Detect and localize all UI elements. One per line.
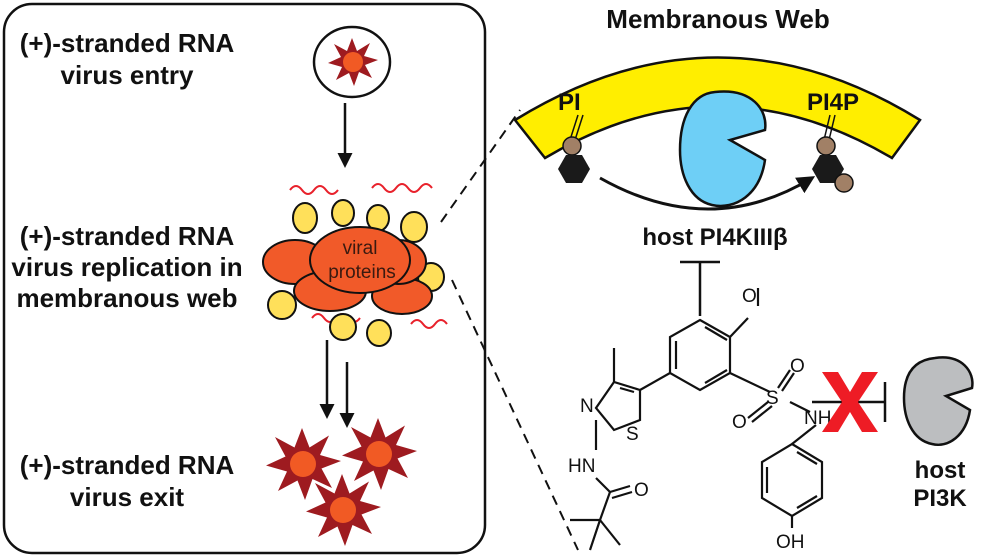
membrane-arc (513, 56, 922, 160)
pi4p-label: PI4P (807, 89, 859, 116)
pi-lipid-icon (558, 114, 590, 183)
left-panel-frame (2, 2, 487, 555)
zoom-line-top (440, 109, 521, 223)
inhibition-bar-pi4k (680, 260, 720, 316)
vesicles (267, 199, 445, 347)
atom-o-amide: O (634, 480, 649, 501)
atom-nh-sulfonamide: NH (804, 408, 831, 429)
pi4k-enzyme-label: host PI4KIIIβ (642, 224, 787, 251)
atom-o-sulfonyl-left: O (732, 412, 747, 433)
membranous-web-title: Membranous Web (606, 4, 829, 34)
exit-label-line1: (+)-stranded RNA (20, 450, 235, 480)
inhibitor-molecule (570, 288, 824, 551)
viral-protein-blobs (262, 226, 433, 315)
virus-entry-icon (312, 25, 392, 99)
blocked-x-icon (822, 372, 878, 432)
replication-label-line2: virus replication in (11, 252, 242, 282)
atom-s-sulfonyl: S (766, 388, 779, 409)
replication-label-line1: (+)-stranded RNA (20, 221, 235, 251)
virus-exit-icon-1 (266, 428, 341, 500)
atom-o-methoxy: O (742, 286, 757, 307)
virus-exit-icon-2 (342, 418, 417, 490)
phosphorylation-arrow (599, 176, 816, 211)
entry-label-line2: virus entry (61, 60, 194, 90)
viral-proteins-label-line2: proteins (328, 262, 396, 283)
pi3k-label-line1: host (915, 457, 966, 484)
atom-n-thiazole: N (580, 396, 594, 417)
exit-label-line2: virus exit (70, 482, 185, 512)
atom-o-sulfonyl-top: O (790, 356, 805, 377)
viral-proteins-label-line1: viral (343, 238, 378, 259)
pi4p-lipid-icon (812, 114, 854, 193)
atom-oh-phenol: OH (776, 532, 805, 553)
pi3k-enzyme-icon (902, 356, 974, 446)
entry-label-line1: (+)-stranded RNA (20, 28, 235, 58)
replication-label-line3: membranous web (16, 283, 237, 313)
virus-exit-icon-3 (306, 474, 381, 546)
atom-nh-amide: HN (568, 456, 595, 477)
atom-s-thiazole: S (626, 424, 639, 445)
replication-complex: viral proteins (262, 183, 448, 347)
pi-label: PI (558, 89, 581, 116)
pi4k-enzyme-icon (678, 90, 767, 208)
pi3k-label-line2: PI3K (913, 485, 967, 512)
